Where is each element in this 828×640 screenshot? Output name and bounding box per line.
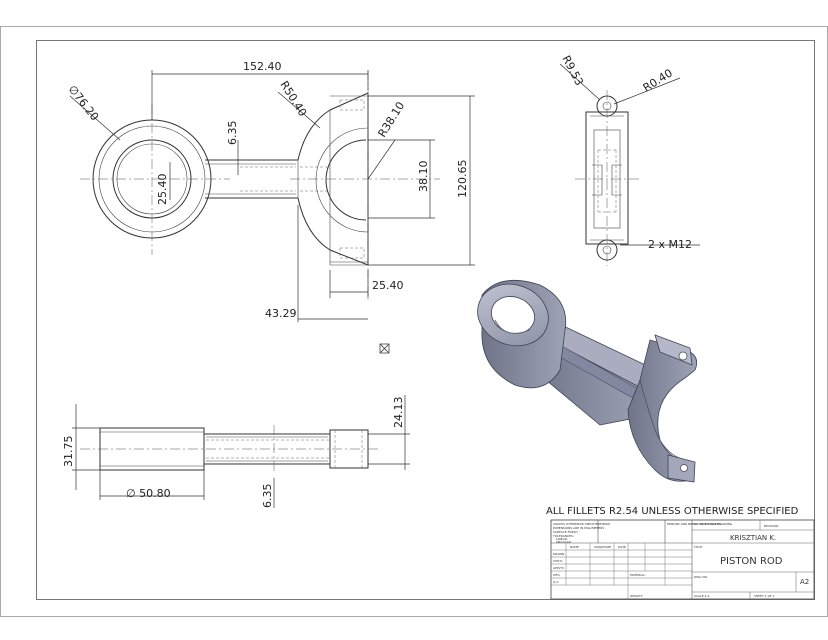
tb-unless: UNLESS OTHERWISE SPECIFIED: [553,522,601,526]
dim-43-29: 43.29 [265,307,297,320]
side-view [575,90,640,266]
dim-dia-50-80: ∅ 50.80 [126,487,171,500]
dim-152-40: 152.40 [243,60,282,73]
title-block: UNLESS OTHERWISE SPECIFIED: DIMENSIONS A… [550,519,815,600]
tb-author: KRISZTIAN K. [730,534,776,542]
tb-mfg: MFG [553,573,560,577]
dim-6-35-top: 6.35 [226,121,239,146]
dim-2x-m12: 2 x M12 [648,238,692,251]
view-marker-icon [379,343,390,354]
dim-dia-76-20: ∅76.20 [66,83,102,123]
dim-r9-53: R9.53 [559,53,586,87]
tb-name: NAME [570,545,579,549]
top-view-dimensions: 31.75 24.13 ∅ 50.80 6.35 [62,395,410,508]
tb-tolerances: TOLERANCES: [552,534,574,538]
tb-surface: SURFACE FINISH: [553,530,579,534]
dim-25-40-front: 25.40 [156,174,169,206]
tb-do-not-scale: DO NOT SCALE DRAWING [694,522,733,526]
tb-dims-in: DIMENSIONS ARE IN MILLIMETERS [553,526,604,530]
tb-appvd: APPV'D [553,566,565,570]
dim-120-65: 120.65 [456,160,469,199]
dim-38-10: 38.10 [417,161,430,193]
tb-chkd: CHK'D [553,559,563,563]
dim-25-40-bottom: 25.40 [372,279,404,292]
dim-6-35-bottom: 6.35 [261,484,274,509]
side-view-dimensions: R9.53 R0.40 2 x M12 [559,53,700,251]
tb-material: MATERIAL: [630,573,646,577]
tb-scale: SCALE:1:2 [694,594,710,598]
fillet-note: ALL FILLETS R2.54 UNLESS OTHERWISE SPECI… [546,506,799,517]
tb-size: A2 [800,578,809,586]
tb-finish: FINISH [600,522,610,526]
tb-angular: ANGULAR: [556,540,572,544]
tb-title: PISTON ROD [720,556,783,567]
dim-r0-40: R0.40 [641,66,675,94]
dim-r50-40: R50.40 [277,79,309,119]
inner-border [36,40,815,600]
tb-drawn: DRAWN [553,552,564,556]
top-view [80,425,380,473]
tb-weight: WEIGHT: [630,594,643,598]
tb-title-label: TITLE: [693,545,703,549]
dim-r38-10: R38.10 [376,100,408,140]
dim-31-75: 31.75 [62,436,75,468]
tb-sheet: SHEET 1 OF 1 [754,594,775,598]
tb-revision: REVISION [764,524,778,528]
tb-linear: LINEAR: [556,537,568,541]
tb-date: DATE [618,545,626,549]
isometric-view [477,279,698,483]
tb-signature: SIGNATURE [594,545,611,549]
dim-24-13: 24.13 [392,397,405,429]
tb-dwg-no: DWG NO. [694,575,708,579]
tb-deburr: DEBURR AND BREAK SHARP EDGES [667,522,721,526]
tb-qa: Q.A [553,580,559,584]
front-view [80,70,440,300]
